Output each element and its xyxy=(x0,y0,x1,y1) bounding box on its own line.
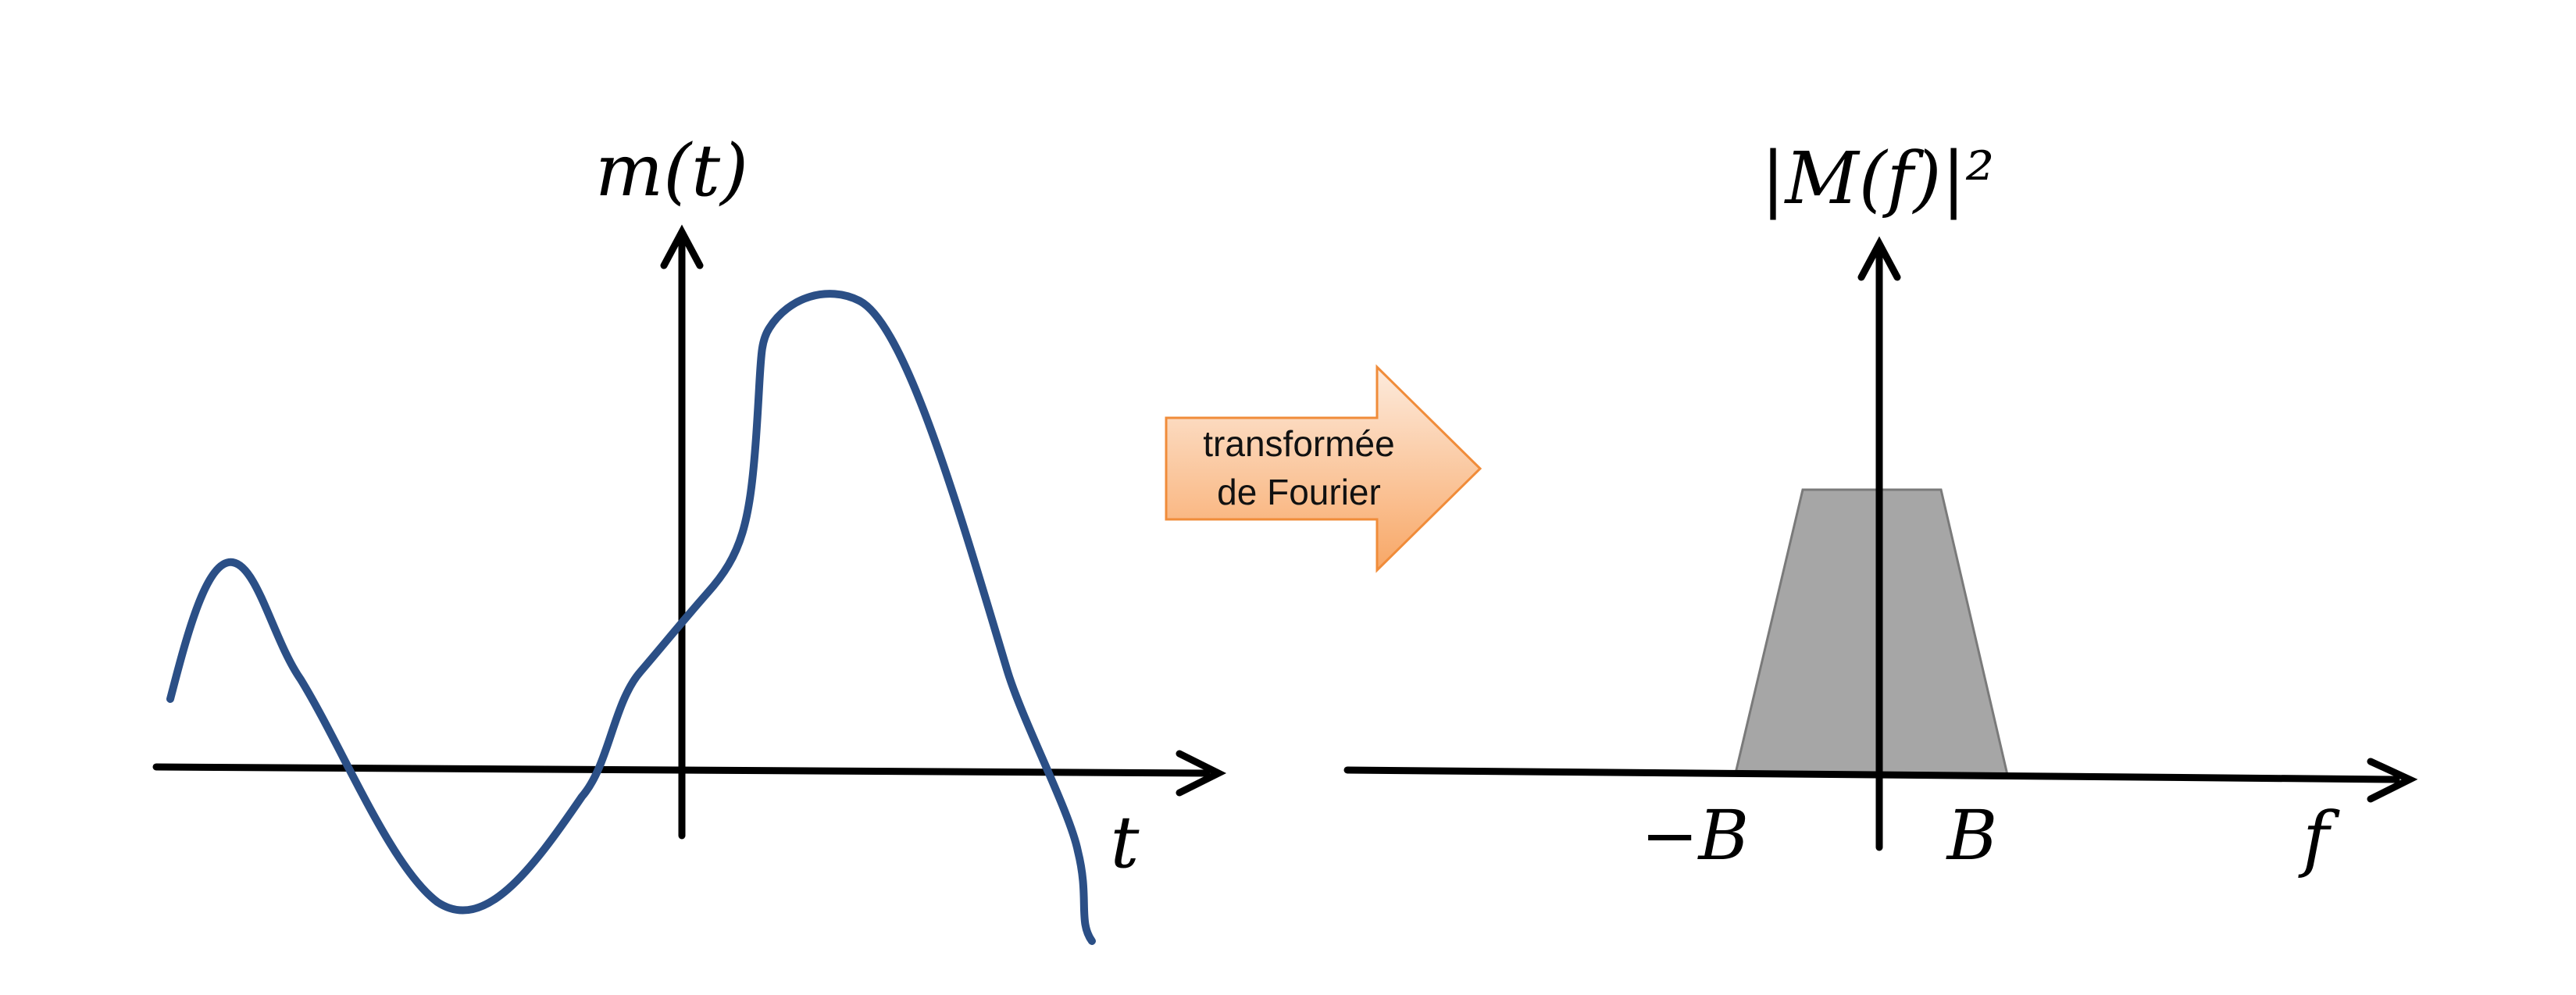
freq-x-axis xyxy=(1343,766,2400,783)
freq-y-axis-label: |M(f)|² xyxy=(1761,137,1995,220)
time-x-axis-label: t xyxy=(1111,801,1140,884)
freq-x-axis-arrowhead xyxy=(2367,758,2418,803)
freq-y-axis-arrowhead xyxy=(1857,236,1901,281)
spectrum-band xyxy=(1734,488,2009,776)
time-x-axis-arrowhead xyxy=(1176,750,1227,797)
time-y-axis-arrowhead xyxy=(660,224,704,269)
freq-x-axis-label: f xyxy=(2298,797,2340,880)
arrow-label-line1: transformée xyxy=(1203,423,1394,464)
frequency-domain-plot: |M(f)|² f −B B xyxy=(1343,137,2418,880)
time-y-axis-label: m(t) xyxy=(595,129,748,212)
arrow-label-line2: de Fourier xyxy=(1217,472,1381,512)
fourier-transform-arrow: transformée de Fourier xyxy=(1165,364,1482,573)
signal-curve xyxy=(166,290,1096,945)
arrow-shape xyxy=(1165,364,1482,573)
tick-label-neg-b: −B xyxy=(1641,795,1749,876)
tick-label-b: B xyxy=(1946,795,1998,876)
time-domain-plot: m(t) t xyxy=(152,129,1227,945)
